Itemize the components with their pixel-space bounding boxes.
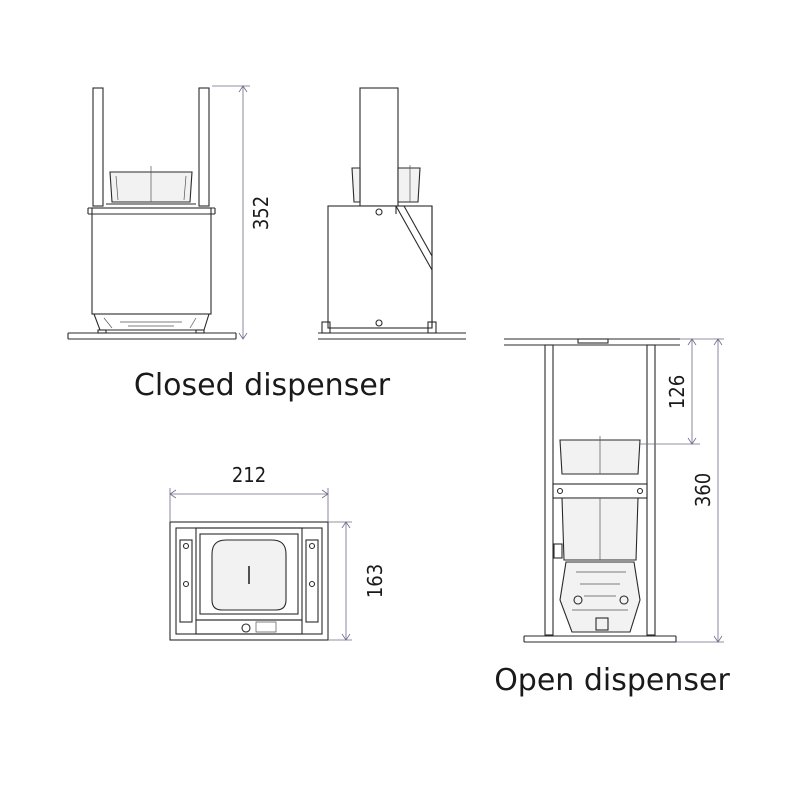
closed-side-view xyxy=(318,87,466,340)
dimension-label-352: 352 xyxy=(249,196,273,230)
dimension-126: 126 xyxy=(640,338,700,445)
closed-front-view xyxy=(67,87,237,340)
dimension-352: 352 xyxy=(212,85,273,340)
top-view xyxy=(169,521,329,641)
dimension-360: 360 xyxy=(676,338,724,643)
dimension-label-163: 163 xyxy=(363,564,387,598)
open-dispenser-caption: Open dispenser xyxy=(494,663,730,698)
dimension-163: 163 xyxy=(328,521,387,641)
dimension-212: 212 xyxy=(169,463,329,522)
dimension-label-360: 360 xyxy=(691,473,715,507)
dimension-label-126: 126 xyxy=(665,375,689,409)
closed-dispenser-caption: Closed dispenser xyxy=(134,368,391,403)
open-view xyxy=(504,338,680,643)
dimension-label-212: 212 xyxy=(232,463,266,487)
